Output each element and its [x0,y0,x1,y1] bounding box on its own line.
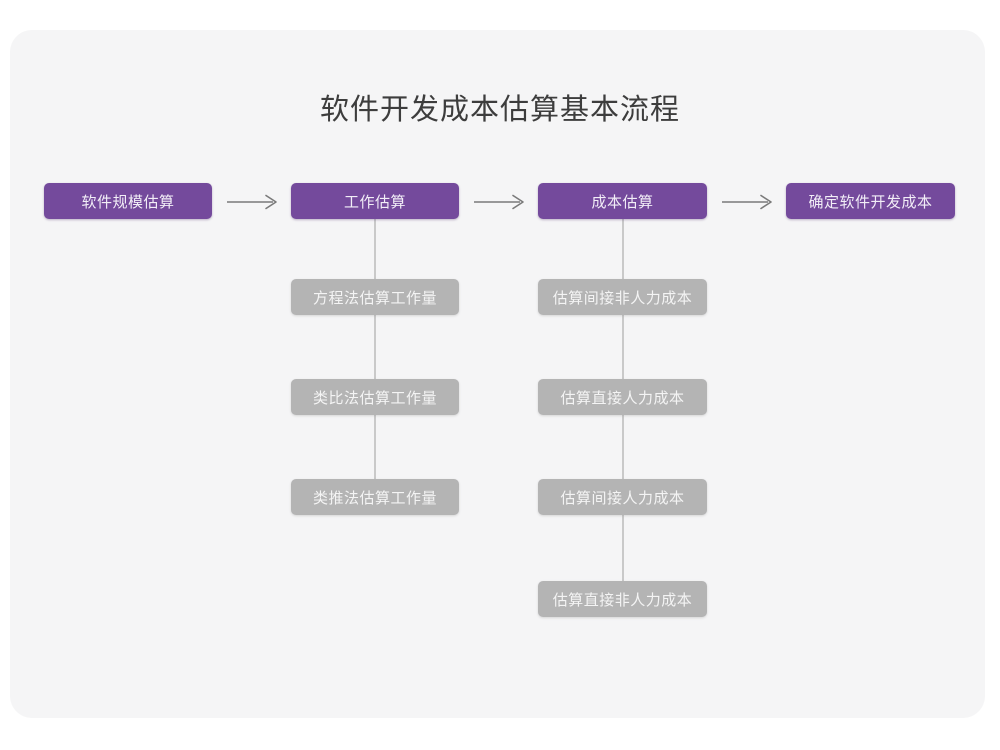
sub-node-equation-method[interactable]: 方程法估算工作量 [291,279,459,315]
sub-node-direct-non-labor-cost[interactable]: 估算直接非人力成本 [538,581,707,617]
diagram-card [10,30,985,718]
sub-node-analogy-method[interactable]: 类比法估算工作量 [291,379,459,415]
arrow-icon-work-to-cost [473,193,527,211]
sub-node-indirect-labor-cost[interactable]: 估算间接人力成本 [538,479,707,515]
sub-node-direct-labor-cost[interactable]: 估算直接人力成本 [538,379,707,415]
arrow-icon-cost-to-final [721,193,775,211]
page-title: 软件开发成本估算基本流程 [319,94,680,126]
sub-node-indirect-non-labor-cost[interactable]: 估算间接非人力成本 [538,279,707,315]
arrow-icon-scale-to-work [226,193,280,211]
stage-node-software-scale-estimation[interactable]: 软件规模估算 [44,183,212,219]
stage-node-determine-development-cost[interactable]: 确定软件开发成本 [786,183,955,219]
connector-line-work-estimation [374,219,376,499]
stage-node-cost-estimation[interactable]: 成本估算 [538,183,707,219]
sub-node-inference-method[interactable]: 类推法估算工作量 [291,479,459,515]
stage-node-work-estimation[interactable]: 工作估算 [291,183,459,219]
